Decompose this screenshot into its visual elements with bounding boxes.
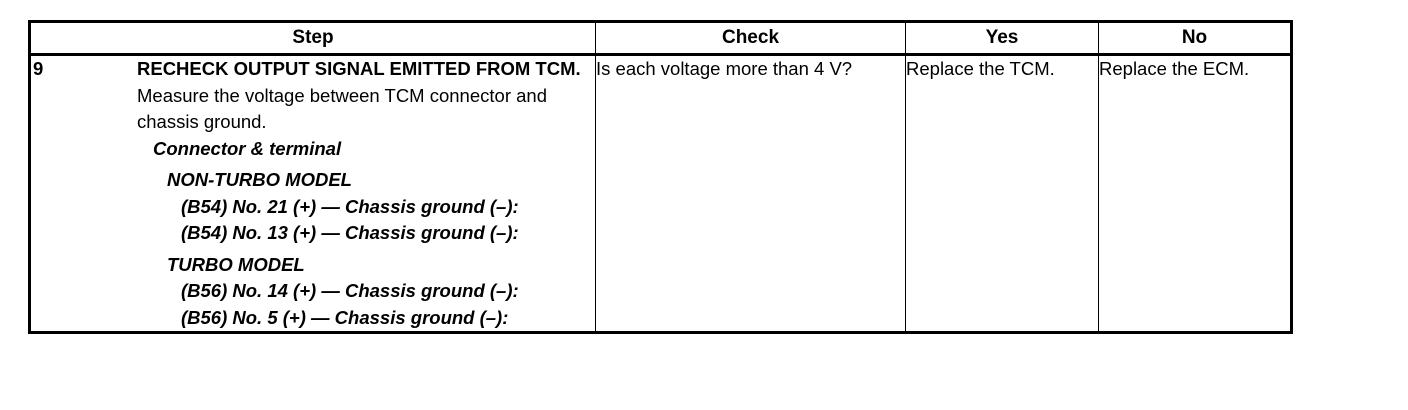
- header-check: Check: [595, 21, 906, 56]
- terminal-line: (B56) No. 5 (+) — Chassis ground (–):: [181, 306, 509, 328]
- step-number: 9: [33, 58, 44, 79]
- header-yes: Yes: [905, 21, 1099, 56]
- table-row: 9 RECHECK OUTPUT SIGNAL EMITTED FROM TCM…: [29, 54, 1292, 333]
- header-step: Step: [29, 21, 596, 56]
- no-cell: Replace the ECM.: [1098, 54, 1292, 333]
- step-instruction: Measure the voltage between TCM connecto…: [137, 84, 547, 133]
- check-cell: Is each voltage more than 4 V?: [595, 54, 906, 333]
- model-heading-non-turbo: NON-TURBO MODEL: [167, 169, 352, 190]
- step-cell: 9 RECHECK OUTPUT SIGNAL EMITTED FROM TCM…: [29, 54, 596, 333]
- diagnostic-table: Step Check Yes No 9 RECHECK OUTPUT SIGNA…: [28, 20, 1293, 334]
- terminal-line: (B56) No. 14 (+) — Chassis ground (–):: [181, 280, 519, 301]
- connector-heading: Connector & terminal: [153, 137, 342, 159]
- terminal-line: (B54) No. 13 (+) — Chassis ground (–):: [181, 222, 519, 243]
- header-row: Step Check Yes No: [29, 21, 1292, 56]
- step-body: RECHECK OUTPUT SIGNAL EMITTED FROM TCM. …: [137, 56, 587, 331]
- header-no: No: [1098, 21, 1292, 56]
- model-heading-turbo: TURBO MODEL: [167, 253, 305, 275]
- yes-cell: Replace the TCM.: [905, 54, 1099, 333]
- step-title: RECHECK OUTPUT SIGNAL EMITTED FROM TCM.: [137, 58, 581, 79]
- terminal-line: (B54) No. 21 (+) — Chassis ground (–):: [181, 195, 519, 217]
